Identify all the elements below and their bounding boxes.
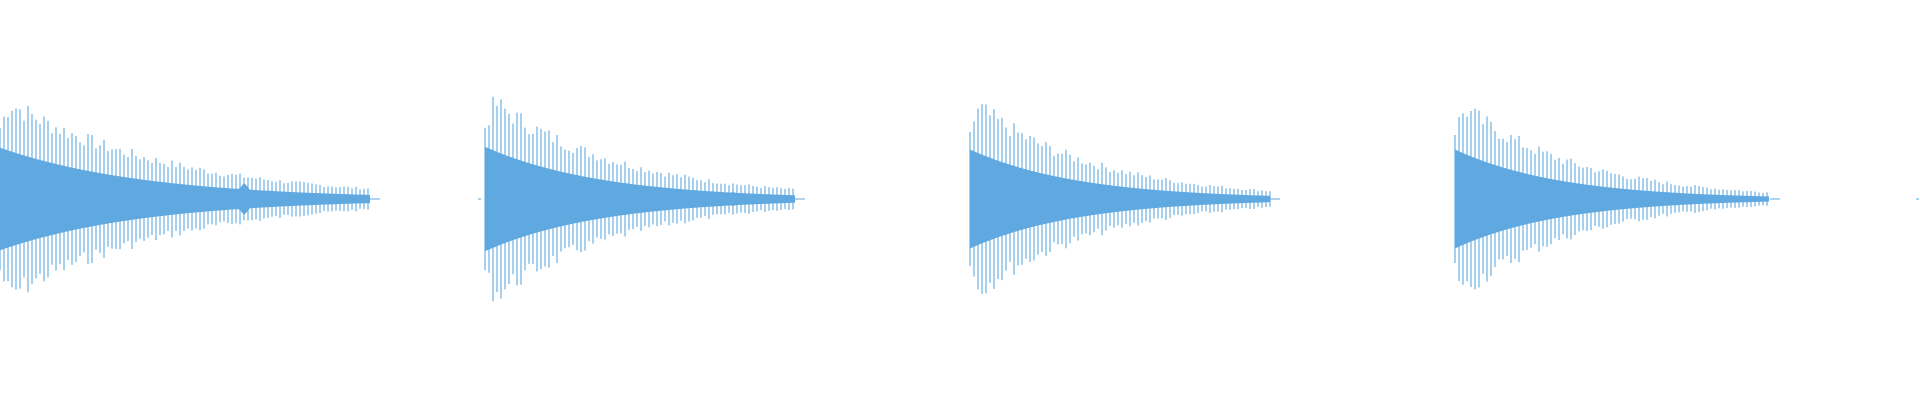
- waveform-body: [970, 149, 1270, 249]
- waveform-strike: [484, 96, 805, 302]
- waveform-strike: [969, 104, 1280, 294]
- waveform-body: [0, 147, 370, 251]
- waveform-body: [485, 146, 795, 252]
- waveform-body: [1455, 149, 1769, 249]
- waveform-strike: [0, 105, 380, 293]
- waveform-strike: [1454, 108, 1780, 290]
